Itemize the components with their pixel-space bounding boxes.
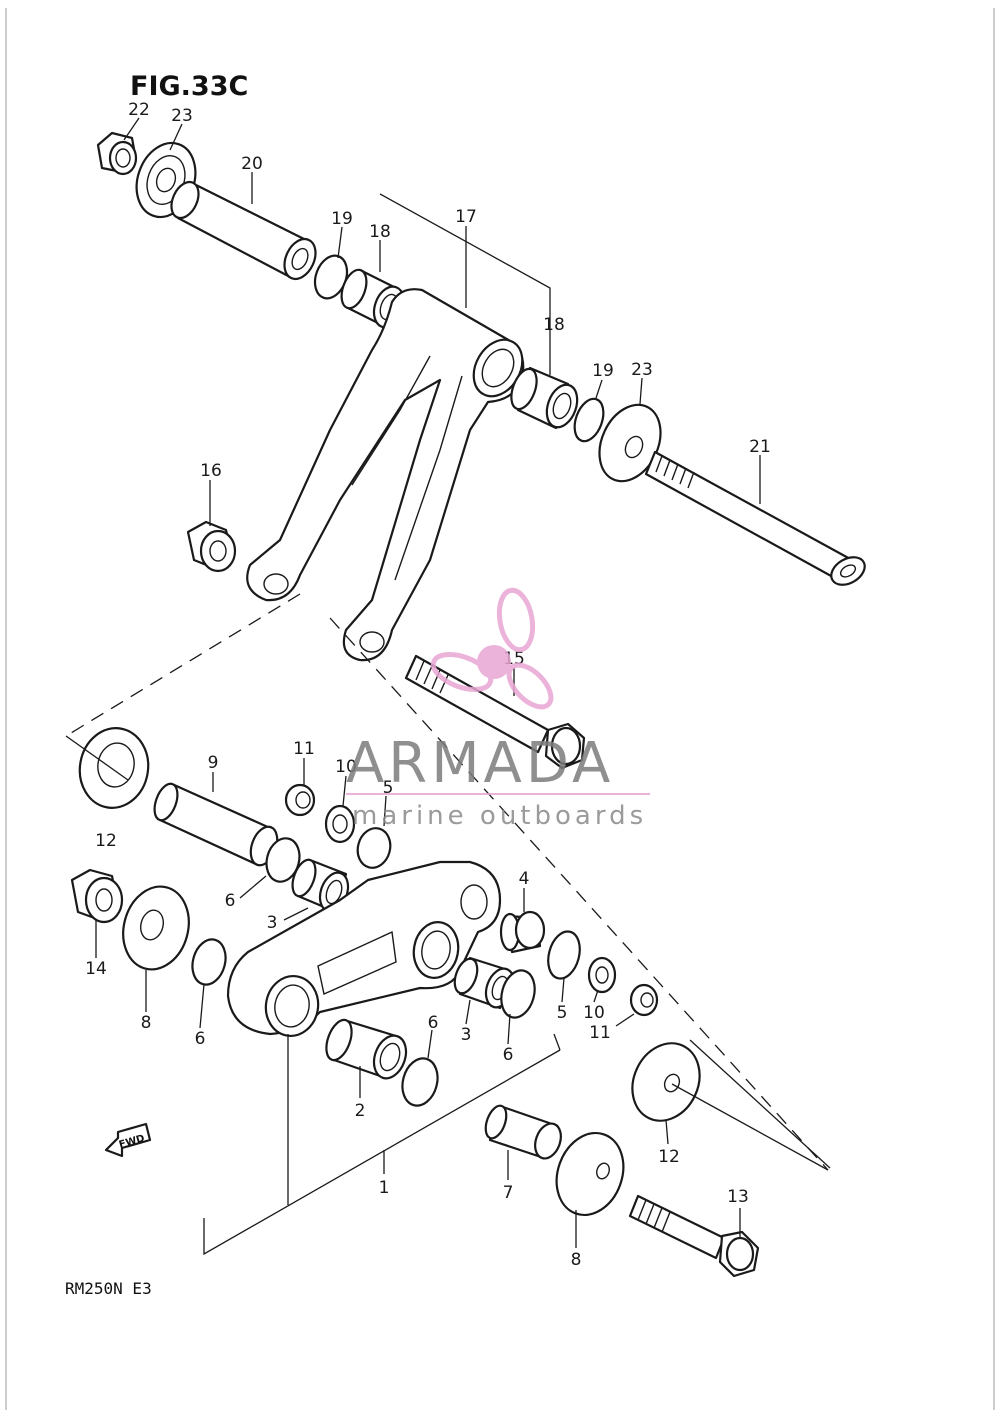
forward-arrow-icon [104,1122,152,1158]
callout-17: 17 [455,207,477,227]
part-oring-5-upper [356,827,392,869]
part-oring-5-lower [547,930,581,980]
part-nut-16 [186,520,237,573]
callout-14: 14 [85,959,107,979]
callout-8-right: 8 [571,1250,582,1270]
watermark-logo: ARMADA marine outboards [346,587,650,831]
callout-20: 20 [241,154,263,174]
callout-13: 13 [727,1187,749,1207]
callout-6-upper: 6 [225,891,236,911]
callout-16: 16 [200,461,222,481]
callout-10-lower: 10 [583,1003,605,1023]
callout-10-upper: 10 [335,757,357,777]
part-washer-12-upper [78,727,150,809]
callout-3-upper: 3 [267,913,278,933]
part-washer-23-right [598,403,662,483]
fwd-direction-badge: FWD [104,1122,152,1158]
part-nut-22 [96,131,138,176]
callout-6-left: 6 [195,1029,206,1049]
part-sleeve-20 [170,180,317,281]
callout-22: 22 [128,100,150,120]
callout-8-left: 8 [141,1013,152,1033]
part-bushing-4 [499,910,546,954]
part-oring-19-right [573,397,605,443]
callout-labels: 22 23 20 19 18 17 18 19 23 21 16 15 12 9… [85,100,771,1270]
callout-7: 7 [503,1183,514,1203]
propeller-icon [430,587,554,710]
callout-6-lower-right: 6 [503,1045,514,1065]
callout-2: 2 [355,1101,366,1121]
callout-6-lower-middle: 6 [428,1013,439,1033]
callout-18-left: 18 [369,222,391,242]
callout-5-lower: 5 [557,1003,568,1023]
callout-12-lower: 12 [658,1147,680,1167]
part-seal-10-upper [324,804,356,844]
callout-5-upper: 5 [383,778,394,798]
callout-11-lower: 11 [589,1023,611,1043]
part-bushing-11-lower [629,983,659,1017]
part-bolt-21 [644,450,866,586]
callout-23-right: 23 [631,360,653,380]
part-sleeve-9 [153,782,279,867]
part-cushion-rod-1 [226,860,502,1037]
callout-11-upper: 11 [293,739,315,759]
callout-3-lower: 3 [461,1025,472,1045]
callout-4: 4 [519,869,530,889]
callout-1: 1 [379,1178,390,1198]
part-washer-8-left [122,885,190,971]
part-oring-6-lower-right [500,969,536,1019]
figure-title: FIG.33C [130,71,248,102]
part-washer-12-lower [631,1042,701,1122]
watermark-brand: ARMADA [346,731,614,796]
callout-9: 9 [208,753,219,773]
callout-18-right: 18 [543,315,565,335]
callout-12-upper: 12 [95,831,117,851]
assembly-bracket-lines [65,593,831,1256]
callout-19-left: 19 [331,209,353,229]
callout-21: 21 [749,437,771,457]
part-nut-14 [70,868,124,924]
callout-19-right: 19 [592,361,614,381]
watermark-tagline: marine outboards [352,801,647,831]
part-bushing-11-upper [284,783,316,817]
part-oring-6-left [191,938,227,986]
part-bearing-2 [325,1018,408,1080]
part-oring-6-lower-middle [401,1057,439,1107]
part-bearing-18-right [510,366,579,430]
part-oring-6-upper [265,837,301,883]
part-cushion-lever-17 [246,288,525,662]
part-bolt-13 [628,1194,760,1278]
model-code: RM250N E3 [65,1279,152,1298]
part-sleeve-7 [484,1104,562,1160]
leader-lines [95,117,829,1248]
part-seal-10-lower [587,956,617,994]
callout-23-left: 23 [171,106,193,126]
